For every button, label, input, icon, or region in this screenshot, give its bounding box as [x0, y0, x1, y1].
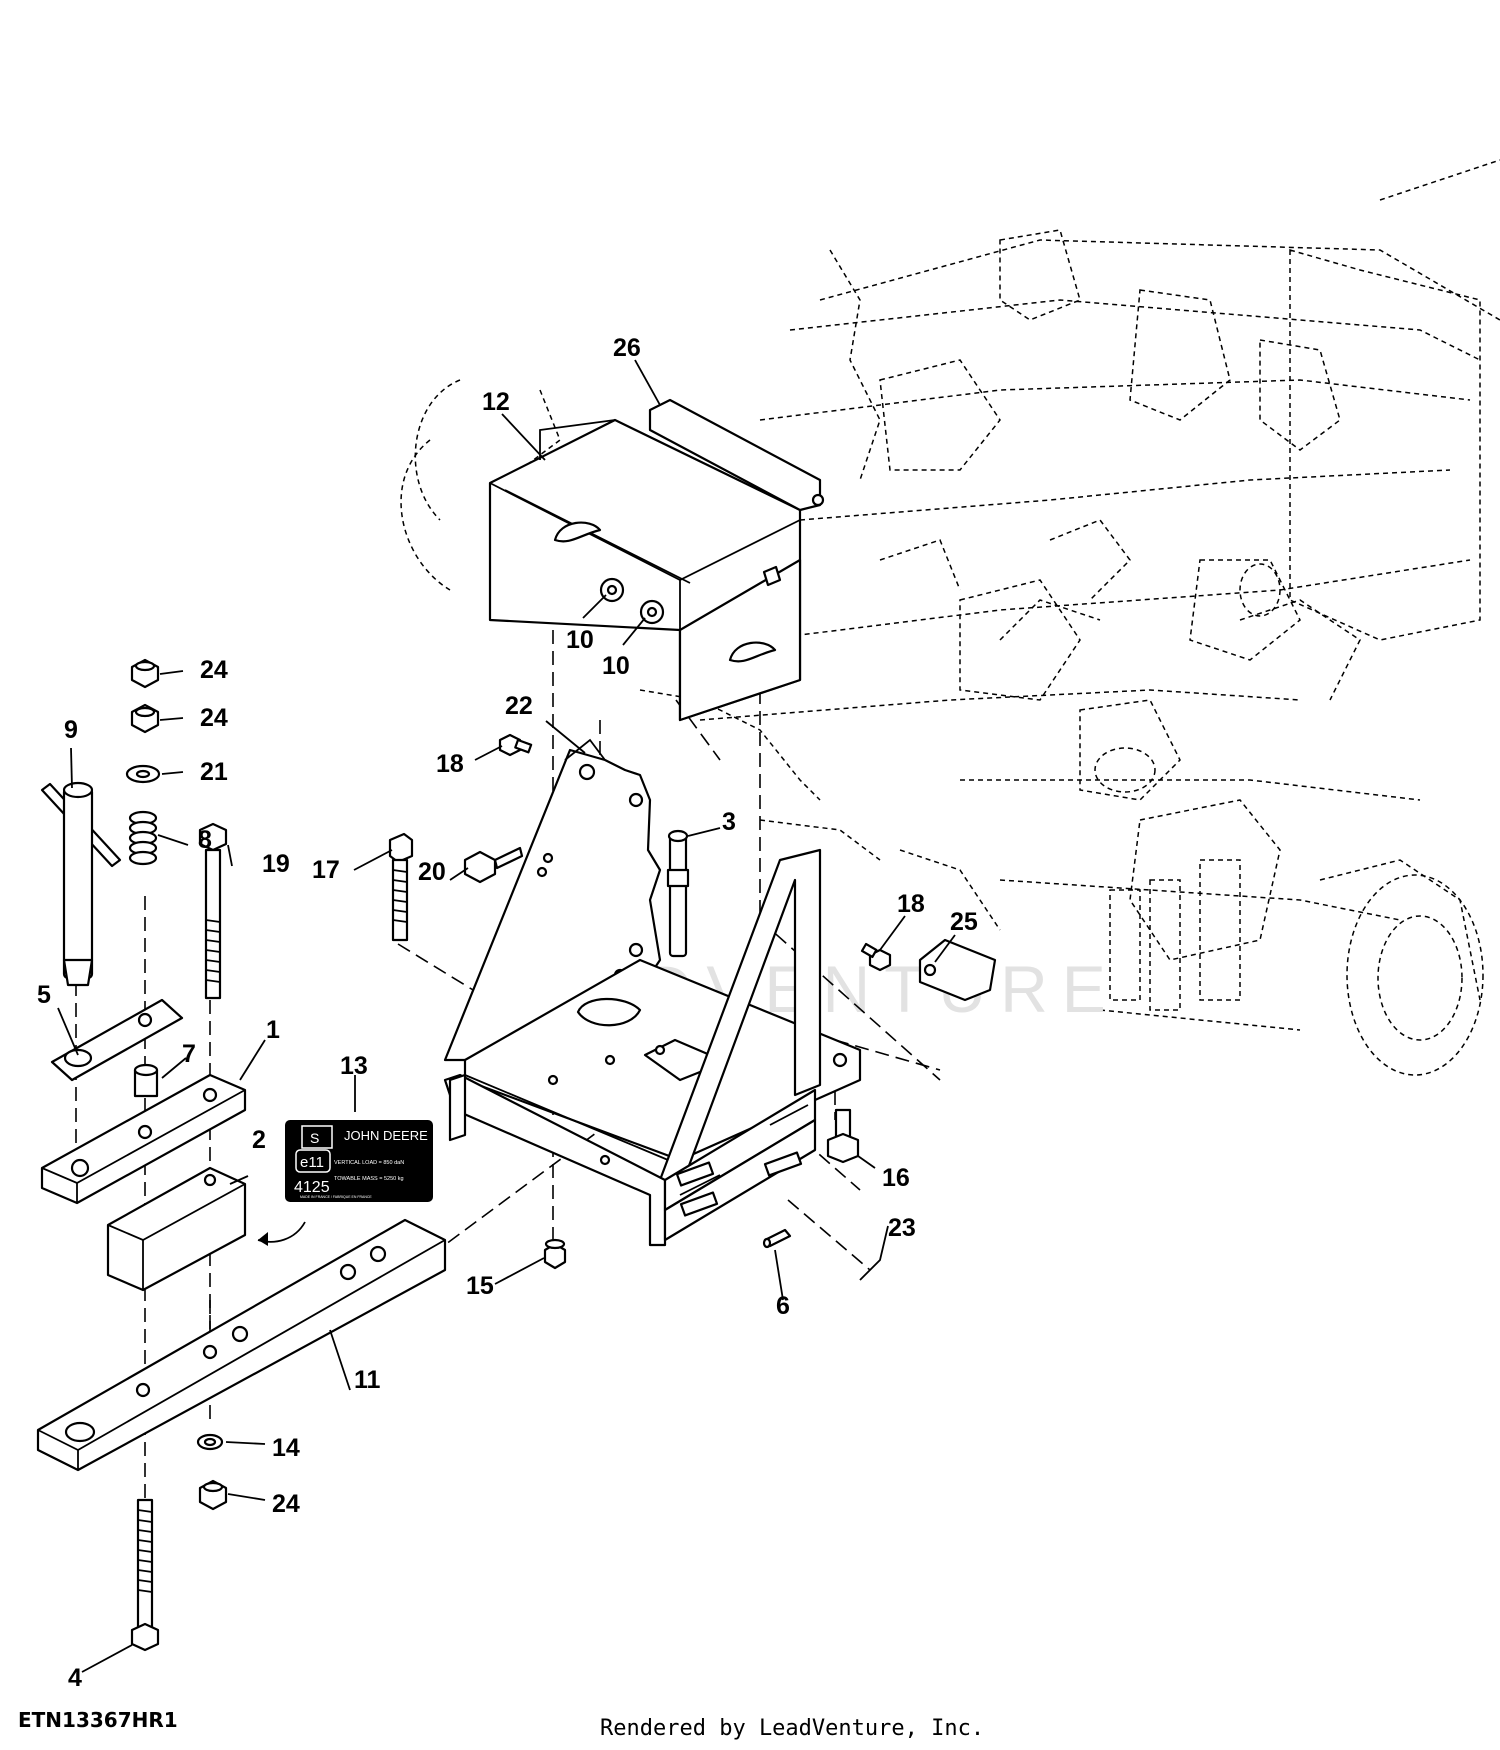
- callout-7: 7: [182, 1040, 196, 1068]
- callout-17: 17: [312, 856, 340, 884]
- leader-lines: [57, 359, 956, 1673]
- part-21-washer: [125, 764, 161, 784]
- callout-25: 25: [950, 908, 978, 936]
- part-18-screw-upper: [498, 733, 533, 757]
- decal-line-2: TOWABLE MASS = 5250 kg: [334, 1176, 404, 1182]
- decal-s-mark: S: [310, 1130, 319, 1146]
- callout-1: 1: [266, 1016, 280, 1044]
- callout-12: 12: [482, 388, 510, 416]
- decal-line-3: MADE IN FRANCE / FABRIQUE EN FRANCE: [300, 1195, 372, 1199]
- callout-15: 15: [466, 1272, 494, 1300]
- callout-19: 19: [262, 850, 290, 878]
- decal-e-mark: e11: [300, 1154, 324, 1171]
- callout-5: 5: [37, 981, 51, 1009]
- part-9-t-pin: [40, 781, 122, 987]
- decal-model: 4125: [294, 1179, 330, 1196]
- part-24-nut-lower: [198, 1479, 228, 1511]
- part-7-bushing: [133, 1063, 159, 1098]
- decal-brand: JOHN DEERE: [344, 1128, 428, 1143]
- part-14-washer: [196, 1433, 224, 1451]
- callout-13: 13: [340, 1052, 368, 1080]
- part-25-plate: [918, 938, 997, 1002]
- render-credit: Rendered by LeadVenture, Inc.: [600, 1716, 985, 1741]
- callout-24-c: 24: [272, 1490, 300, 1518]
- arrowhead-icon: [258, 1232, 268, 1246]
- decal-line-1: VERTICAL LOAD = 850 daN: [334, 1160, 404, 1166]
- part-13-decal: S JOHN DEERE e11 4125 VERTICAL LOAD = 85…: [285, 1120, 433, 1202]
- part-15-nut: [543, 1238, 567, 1270]
- callout-23: 23: [888, 1214, 916, 1242]
- part-5-latch-plate: [50, 998, 184, 1082]
- part-11-drawbar: [36, 1218, 447, 1472]
- part-20-bolt: [463, 846, 524, 884]
- callout-16: 16: [882, 1164, 910, 1192]
- callout-labels: 9 24 24 21 8 19 5 7 1 2 13 11 14 24 4 15…: [37, 334, 978, 1692]
- part-24-nut-second: [130, 703, 160, 734]
- part-1-bar: [40, 1073, 247, 1205]
- callout-24-b: 24: [200, 704, 228, 732]
- figure-id: ETN13367HR1: [18, 1708, 178, 1732]
- main-frame: [443, 738, 862, 1247]
- callout-18-a: 18: [436, 750, 464, 778]
- callout-2: 2: [252, 1126, 266, 1154]
- part-18-screw-lower: [860, 942, 892, 972]
- part-16-bolt: [826, 1108, 860, 1164]
- callout-14: 14: [272, 1434, 300, 1462]
- callout-11: 11: [354, 1366, 381, 1394]
- callout-8: 8: [198, 826, 212, 854]
- callout-10-a: 10: [566, 626, 594, 654]
- part-6-pin: [762, 1228, 792, 1249]
- part-12-shield: [488, 418, 802, 722]
- part-26-strip: [648, 398, 825, 512]
- part-19-bolt: [198, 822, 228, 1000]
- callout-3: 3: [722, 808, 736, 836]
- callout-4: 4: [68, 1664, 82, 1692]
- part-3-pin: [666, 829, 690, 958]
- part-4-bolt: [130, 1498, 160, 1652]
- callout-6: 6: [776, 1292, 790, 1320]
- part-24-nut-top: [130, 658, 160, 689]
- callout-20: 20: [418, 858, 446, 886]
- callout-21: 21: [200, 758, 228, 786]
- callout-18-b: 18: [897, 890, 925, 918]
- part-8-spring: [128, 810, 158, 866]
- part-17-bolt: [388, 832, 414, 942]
- part-2-block: [106, 1166, 247, 1292]
- callout-24-a: 24: [200, 656, 228, 684]
- callout-10-b: 10: [602, 652, 630, 680]
- callout-9: 9: [64, 716, 78, 744]
- callout-26: 26: [613, 334, 641, 362]
- callout-22: 22: [505, 692, 533, 720]
